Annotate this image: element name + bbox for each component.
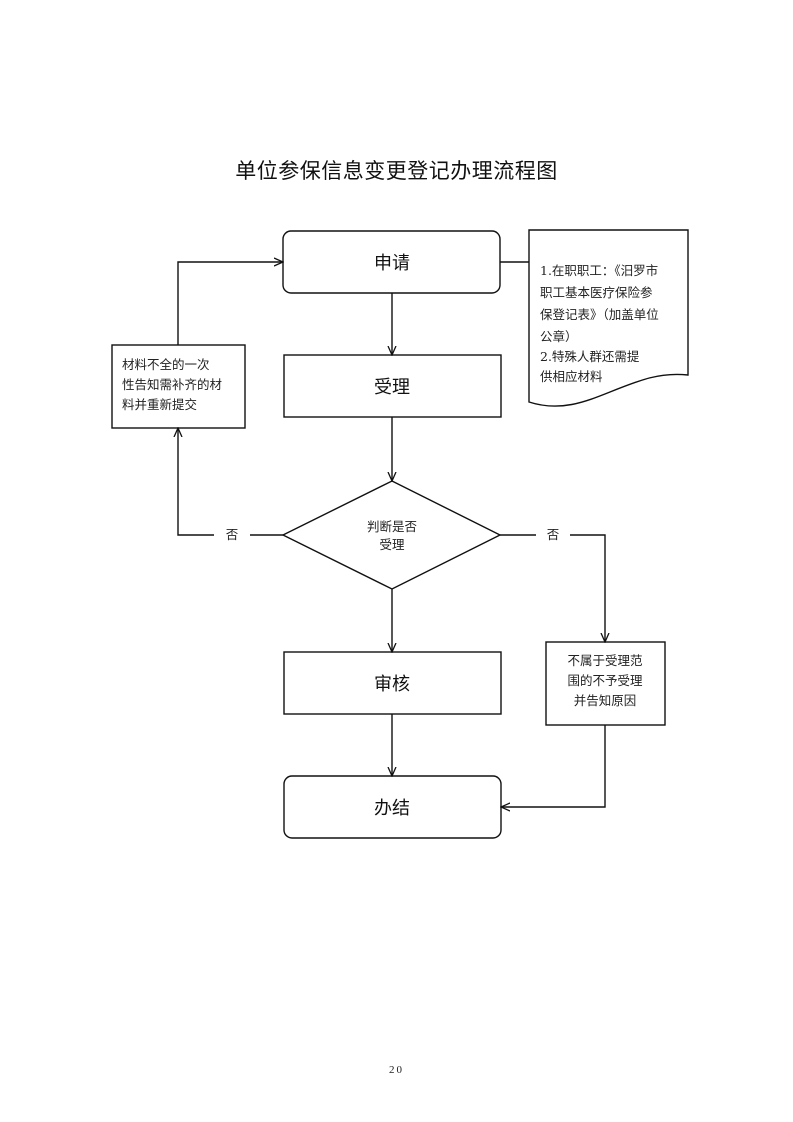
materials-line5: 2.特殊人群还需提 [540,349,640,364]
review-node [283,651,502,715]
incomplete-line3: 料并重新提交 [122,397,197,412]
decision-node [281,480,502,590]
materials-line3: 保登记表》（加盖单位 [540,307,659,322]
accept-label: 受理 [374,377,410,398]
materials-line4: 公章） [540,329,578,344]
decision-label-line2: 受理 [379,537,405,552]
materials-line2: 职工基本医疗保险参 [540,285,653,300]
edge-decision-no-left-b [178,429,214,536]
incomplete-line2: 性告知需补齐的材 [122,377,222,392]
reject-line1: 不属于受理范 [567,653,642,668]
reject-line3: 并告知原因 [574,693,637,708]
materials-line6: 供相应材料 [540,369,603,384]
edge-label-no-left: 否 [226,527,239,542]
reject-line2: 围的不予受理 [567,673,643,688]
page-number: 20 [389,1064,404,1076]
materials-document [528,229,689,407]
edge-reject-finish [502,725,606,807]
edge-label-no-right: 否 [547,527,560,542]
decision-label-line1: 判断是否 [367,519,417,534]
edge-incomplete-apply [177,262,282,345]
materials-line1: 1.在职职工：《汨罗市 [540,263,658,278]
apply-label: 申请 [374,253,410,274]
finish-label: 办结 [374,798,410,819]
page-title: 单位参保信息变更登记办理流程图 [235,159,558,183]
incomplete-line1: 材料不全的一次 [122,357,210,372]
review-label: 审核 [374,674,410,695]
edge-decision-no-right-b [570,534,605,641]
